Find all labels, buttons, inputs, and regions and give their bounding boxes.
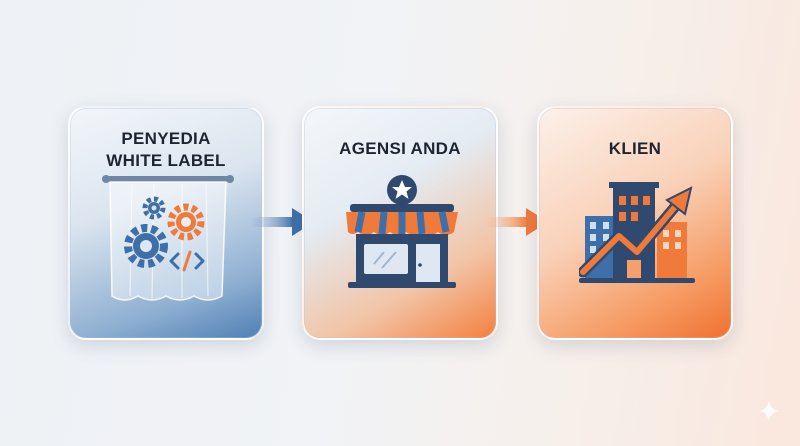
step-card-client: KLIEN xyxy=(537,106,733,340)
step-card-your-agency: AGENSI ANDA xyxy=(302,106,498,340)
step-title-line-2: WHITE LABEL xyxy=(106,151,226,170)
sparkle-icon xyxy=(759,401,779,421)
buildings-growth-arrow-icon xyxy=(579,182,695,283)
step-title: KLIEN xyxy=(608,139,662,158)
step-card-white-label-provider: PENYEDIA WHITE LABEL xyxy=(68,106,264,340)
step-title-line-1: PENYEDIA xyxy=(121,129,211,148)
curtain-gears-code-icon xyxy=(102,175,234,301)
storefront-star-icon xyxy=(346,175,458,288)
step-title: AGENSI ANDA xyxy=(339,139,461,158)
step-title: PENYEDIA WHITE LABEL xyxy=(70,128,262,172)
